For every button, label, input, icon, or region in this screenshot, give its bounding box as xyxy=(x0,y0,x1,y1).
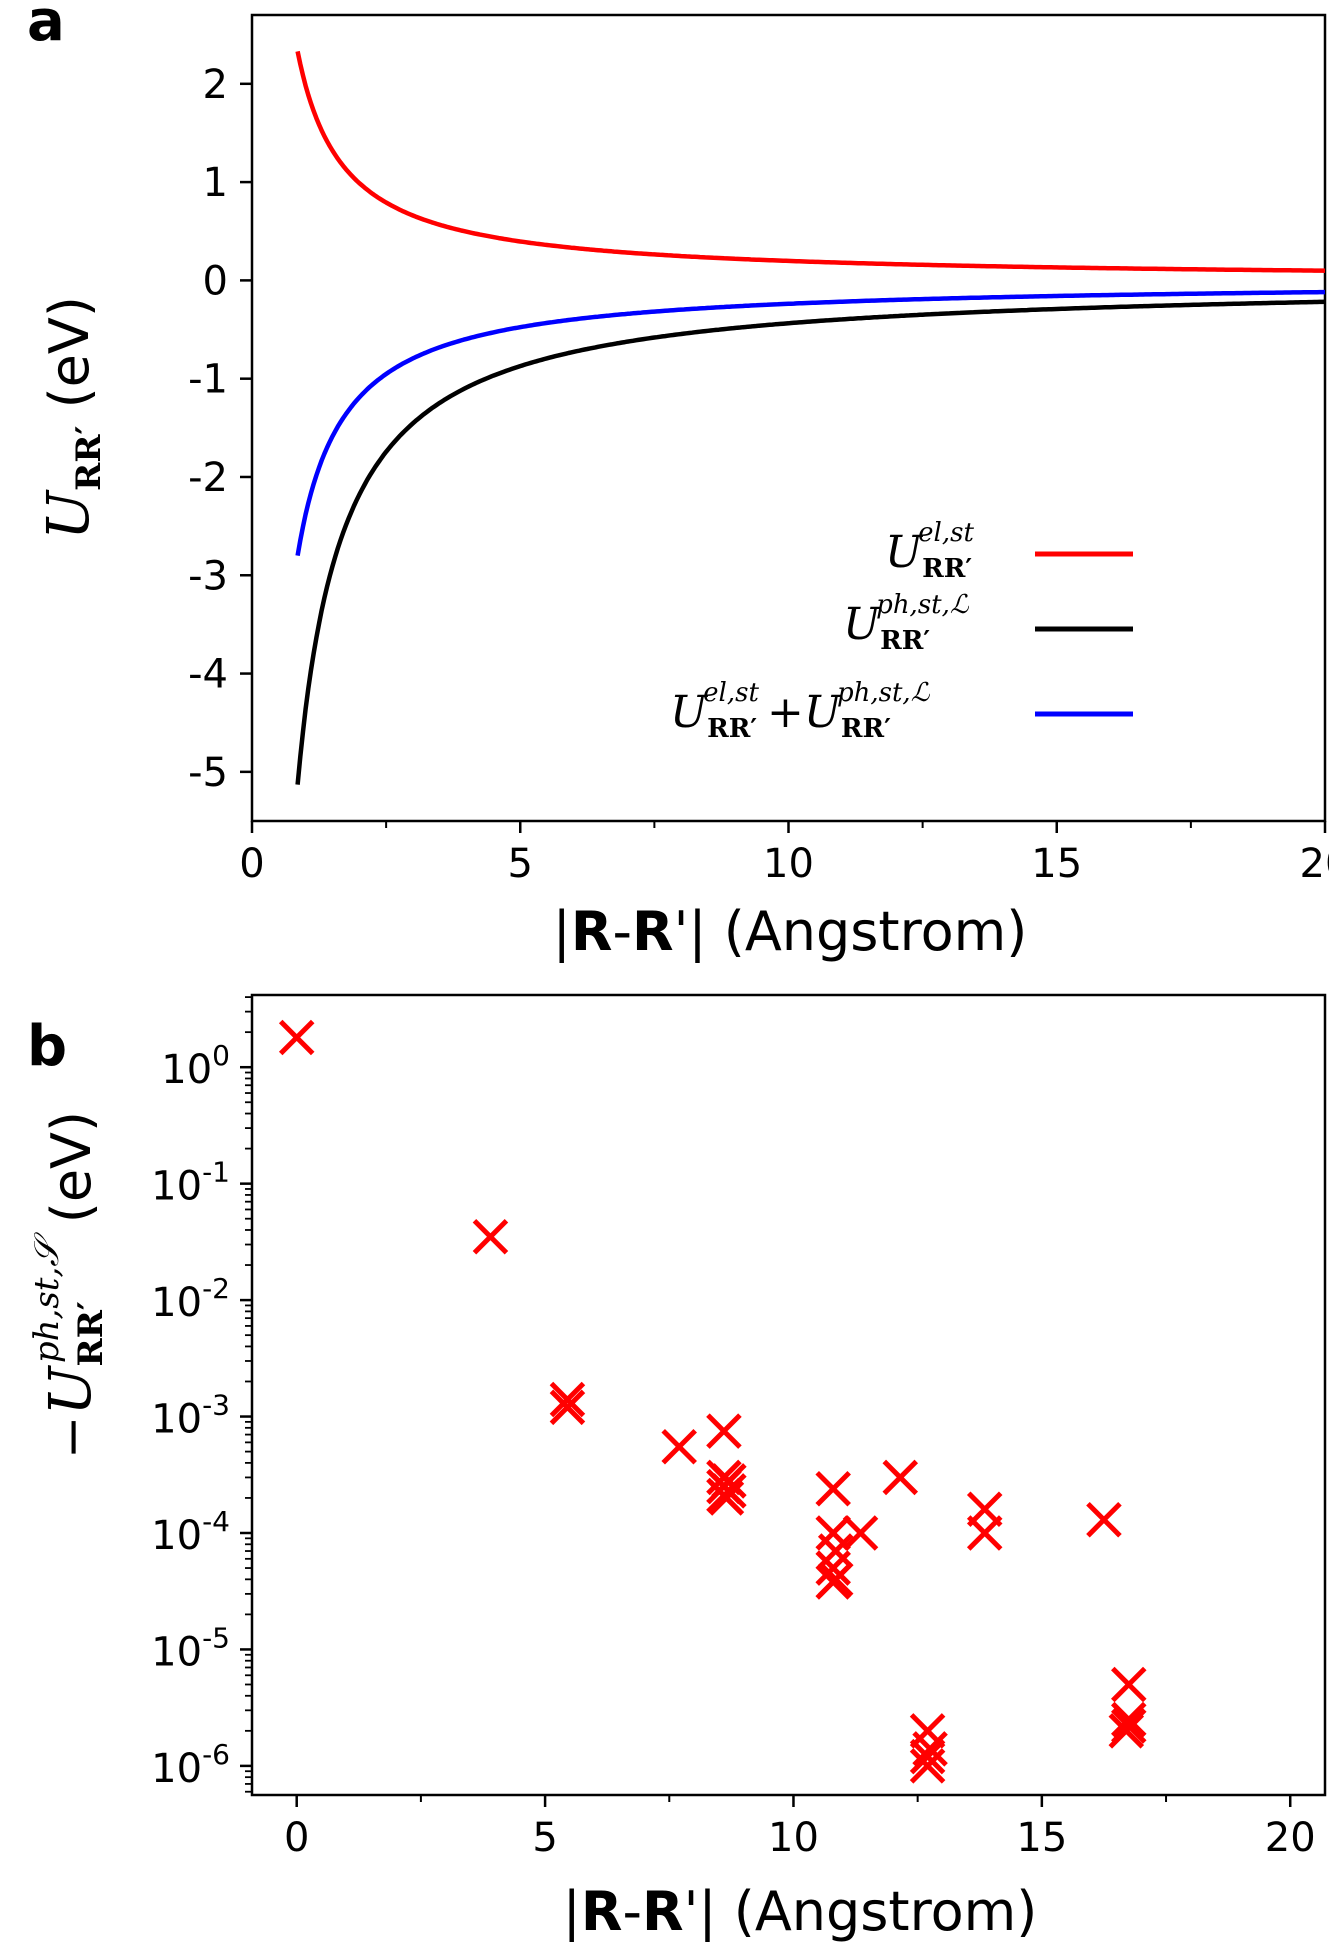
series-line-0 xyxy=(295,50,1326,273)
data-point-marker xyxy=(842,1515,879,1551)
panel-a-x-tick-label: 20 xyxy=(1300,841,1329,887)
legend-entry-ph-st-l: URR′ph,st,ℒ xyxy=(843,590,1133,656)
panel-b-x-tick-label: 10 xyxy=(768,1815,819,1861)
legend-label-sum: URR′el,st+URR′ph,st,ℒ xyxy=(670,678,931,744)
data-point-marker xyxy=(706,1413,742,1449)
data-point-marker xyxy=(909,1748,946,1784)
panel-b-x-tick-label: 0 xyxy=(284,1815,309,1861)
data-point-marker xyxy=(472,1218,509,1255)
panel-a-x-tick-label: 5 xyxy=(508,841,533,887)
panel-b-markers xyxy=(278,1019,1147,1784)
panel-b-label: b xyxy=(27,1014,67,1079)
data-point-marker xyxy=(909,1738,946,1775)
panel-a-x-tick-label: 0 xyxy=(239,841,264,887)
panel-a-y-tick-label: -1 xyxy=(188,357,228,403)
legend-label-el-st: URR′el,st xyxy=(885,518,974,584)
data-point-marker xyxy=(882,1459,919,1496)
panel-b-y-tick-label: 10-1 xyxy=(151,1156,230,1210)
panel-a-legend: URR′el,st URR′ph,st,ℒ URR′el,st+URR′ph,s… xyxy=(670,518,1133,744)
panel-b-x-ticks: 0 5 10 15 20 xyxy=(284,1795,1316,1861)
panel-a-y-tick-label: 1 xyxy=(203,160,228,206)
data-point-marker xyxy=(549,1381,586,1418)
data-point-marker xyxy=(1108,1713,1145,1749)
data-point-marker xyxy=(1111,1701,1147,1738)
data-point-marker xyxy=(815,1550,851,1586)
panel-b-x-axis-label: |R-R'| (Angstrom) xyxy=(563,1880,1038,1942)
panel-a-x-ticks: 0 5 10 15 20 xyxy=(239,821,1329,887)
panel-b-x-tick-label: 15 xyxy=(1016,1815,1067,1861)
panel-a-y-ticks: 2 1 0 -1 -2 -3 -4 -5 xyxy=(188,62,252,796)
panel-b: b 0 5 10 15 20 100 10-1 10-2 10-3 10-4 10-5 10-6 |… xyxy=(27,993,1327,1942)
data-point-marker xyxy=(549,1389,586,1426)
data-point-marker xyxy=(1111,1666,1147,1703)
series-line-2 xyxy=(295,289,1325,556)
panel-b-y-axis-label: −URR′ph,st,𝒮 (eV) xyxy=(27,1111,111,1459)
panel-b-y-ticks: 100 10-1 10-2 10-3 10-4 10-5 10-6 xyxy=(151,996,252,1793)
data-point-marker xyxy=(815,1470,851,1507)
panel-a-y-tick-label: -5 xyxy=(188,750,228,796)
legend-label-ph-st-l: URR′ph,st,ℒ xyxy=(843,590,970,656)
series-line-1 xyxy=(295,299,1326,785)
panel-b-y-tick-label: 10-4 xyxy=(151,1505,230,1559)
data-point-marker xyxy=(661,1429,697,1465)
data-point-marker xyxy=(708,1480,745,1516)
panel-b-y-tick-label: 10-3 xyxy=(151,1389,230,1443)
data-point-marker xyxy=(815,1564,851,1600)
panel-a-label: a xyxy=(27,0,65,54)
data-point-marker xyxy=(1086,1501,1122,1538)
data-point-marker xyxy=(966,1515,1003,1551)
panel-b-x-tick-label: 5 xyxy=(532,1815,557,1861)
legend-entry-el-st: URR′el,st xyxy=(885,518,1133,584)
data-point-marker xyxy=(278,1019,315,1056)
panel-b-y-tick-label: 10-5 xyxy=(151,1621,230,1675)
panel-a-y-tick-label: -4 xyxy=(188,652,228,698)
legend-entry-sum: URR′el,st+URR′ph,st,ℒ xyxy=(670,678,1133,744)
panel-b-y-tick-label: 10-2 xyxy=(151,1272,230,1326)
panel-b-y-tick-label: 10-6 xyxy=(151,1738,230,1792)
panel-a-y-tick-label: -3 xyxy=(188,553,228,599)
panel-a-y-tick-label: 2 xyxy=(203,62,228,108)
panel-b-y-tick-label: 100 xyxy=(161,1039,230,1093)
panel-a-y-tick-label: -2 xyxy=(188,455,228,501)
panel-a-y-tick-label: 0 xyxy=(203,258,228,304)
panel-a-x-axis-label: |R-R'| (Angstrom) xyxy=(553,900,1028,963)
panel-a-series-lines xyxy=(295,50,1326,785)
panel-b-x-tick-label: 20 xyxy=(1265,1815,1316,1861)
panel-a-x-tick-label: 10 xyxy=(763,841,814,887)
panel-a-y-axis-label: URR′ (eV) xyxy=(34,296,109,540)
panel-b-plot-frame xyxy=(250,993,1327,1797)
panel-a-x-tick-label: 15 xyxy=(1031,841,1082,887)
